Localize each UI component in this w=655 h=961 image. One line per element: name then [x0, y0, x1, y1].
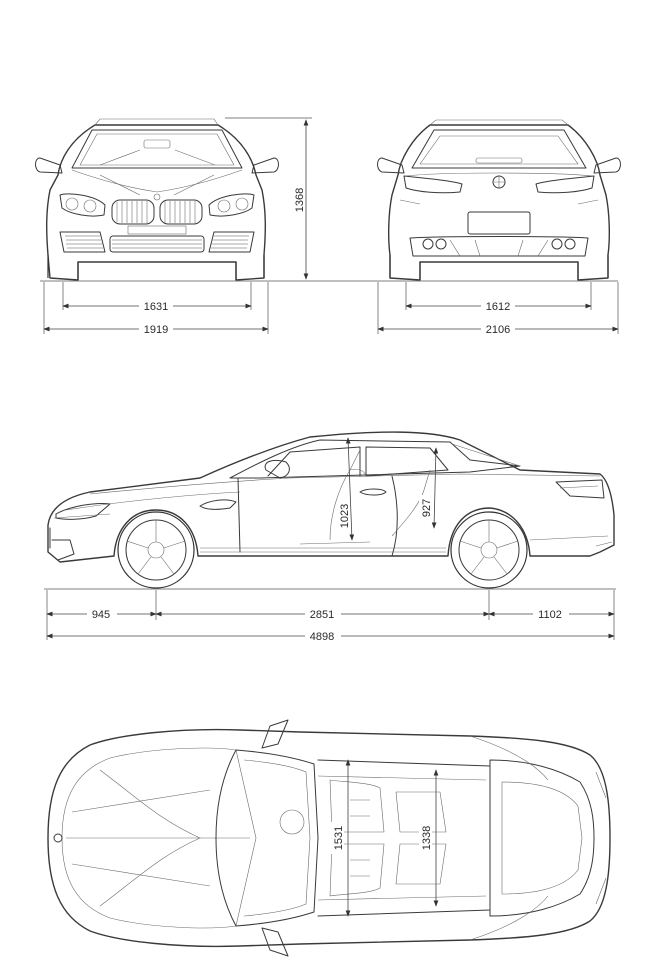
top-dimensions: 1531 1338 — [331, 759, 439, 917]
rear-view — [377, 119, 621, 281]
rear-headroom-label: 927 — [421, 499, 433, 517]
rear-shoulder-width-label: 1338 — [421, 826, 433, 850]
height-label: 1368 — [294, 188, 306, 212]
front-rear-dimensions: 1368 1631 1919 1612 2106 — [43, 117, 619, 336]
rear-overhang-label: 1102 — [538, 609, 562, 621]
front-headroom-label: 1023 — [339, 504, 351, 528]
rear-track-label: 1612 — [486, 301, 510, 313]
side-view — [47, 431, 615, 589]
rear-width-label: 2106 — [486, 324, 510, 336]
top-view — [47, 719, 611, 957]
front-overhang-label: 945 — [92, 609, 110, 621]
front-track-label: 1631 — [144, 301, 168, 313]
front-view — [35, 118, 279, 281]
front-shoulder-width-label: 1531 — [333, 826, 345, 850]
wheelbase-label: 2851 — [310, 609, 334, 621]
side-dimensions: 1023 927 945 2851 1102 4898 — [46, 437, 615, 643]
front-width-label: 1919 — [144, 324, 168, 336]
length-label: 4898 — [310, 631, 334, 643]
